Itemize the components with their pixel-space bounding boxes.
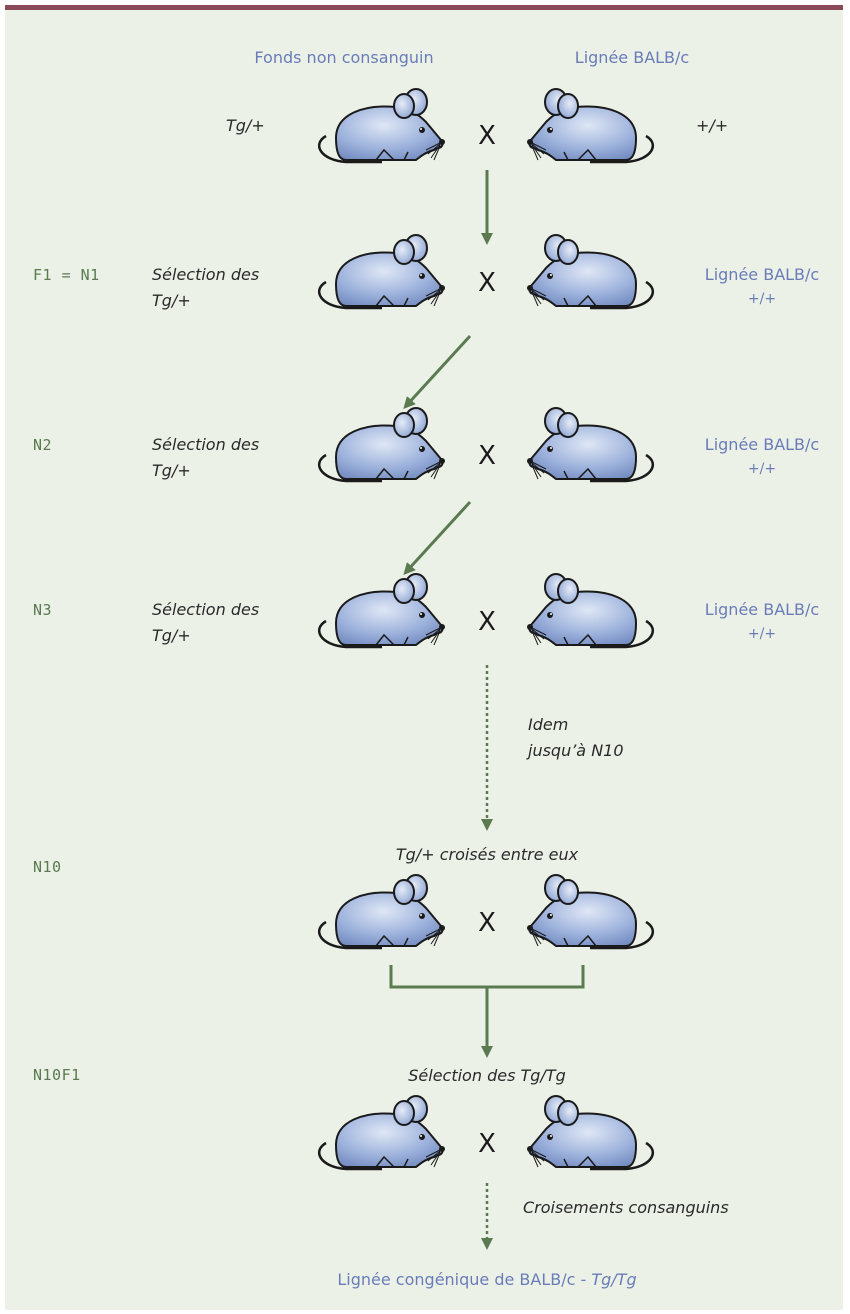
arrow-n2-to-n3: [403, 500, 472, 575]
result-text: Lignée congénique de BALB/c -: [337, 1270, 592, 1289]
row3-right-line: Lignée BALB/c: [704, 600, 820, 619]
row1-selection-text: Sélection des: [152, 265, 260, 284]
result-genotype: Tg/Tg: [591, 1270, 637, 1289]
arrow-f1-to-n2: [403, 334, 472, 409]
row1-right-line: Lignée BALB/c: [704, 265, 820, 284]
row1-cross-symbol: X: [478, 268, 496, 298]
inbreeding-note: Croisements consanguins: [523, 1198, 729, 1217]
bracket-n10-mates: [389, 965, 585, 989]
row2-left-selection: Sélection des Tg/+: [152, 432, 259, 483]
row2-cross-symbol: X: [478, 441, 496, 471]
mouse-n10f1-right: [526, 1095, 655, 1171]
diagram-panel: [5, 5, 843, 1310]
mouse-row3-right: [526, 573, 655, 649]
repeat-note: Idem jusqu’à N10: [528, 712, 624, 763]
mouse-row2-right: [526, 407, 655, 483]
row0-cross-symbol: X: [478, 121, 496, 151]
mouse-n10-right: [526, 874, 655, 950]
row2-selection-genotype: Tg/+: [152, 460, 191, 480]
row5-cross-symbol: X: [478, 1129, 496, 1159]
mouse-n10f1-left: [317, 1095, 446, 1171]
mouse-row3-left: [317, 573, 446, 649]
row0-left-genotype: Tg/+: [226, 116, 265, 135]
header-balbc-label: Lignée BALB/c: [574, 48, 690, 67]
result-line: Lignée congénique de BALB/c - Tg/Tg: [337, 1272, 636, 1288]
row3-left-selection: Sélection des Tg/+: [152, 597, 259, 648]
row2-right-genotype: +/+: [747, 461, 777, 477]
gen-label-n10f1: N10F1: [33, 1066, 81, 1084]
row3-right-genotype: +/+: [747, 626, 777, 642]
header-outbred-label: Fonds non consanguin: [254, 48, 434, 67]
mouse-row0-left: [317, 88, 446, 164]
row3-selection-genotype: Tg/+: [152, 625, 191, 645]
gen-label-n3: N3: [33, 601, 53, 619]
mouse-row0-right: [526, 88, 655, 164]
gen-label-n2: N2: [33, 436, 53, 454]
row1-selection-genotype: Tg/+: [152, 290, 191, 310]
gen-label-n10: N10: [33, 858, 62, 876]
row2-right-line: Lignée BALB/c: [704, 435, 820, 454]
gen-label-f1-n1: F1 = N1: [33, 266, 100, 284]
repeat-note-line1: Idem: [528, 715, 569, 734]
mouse-row1-left: [317, 234, 446, 310]
n10-caption: Tg/+ croisés entre eux: [395, 845, 579, 864]
repeat-note-line2: jusqu’à N10: [528, 740, 624, 760]
row3-selection-text: Sélection des: [152, 600, 260, 619]
n10f1-caption: Sélection des Tg/Tg: [408, 1066, 566, 1085]
row0-right-genotype: +/+: [696, 116, 729, 135]
row2-selection-text: Sélection des: [152, 435, 260, 454]
mouse-row2-left: [317, 407, 446, 483]
mouse-n10-left: [317, 874, 446, 950]
row4-cross-symbol: X: [478, 908, 496, 938]
row1-right-genotype: +/+: [747, 291, 777, 307]
row1-left-selection: Sélection des Tg/+: [152, 262, 259, 313]
row3-cross-symbol: X: [478, 607, 496, 637]
mouse-row1-right: [526, 234, 655, 310]
